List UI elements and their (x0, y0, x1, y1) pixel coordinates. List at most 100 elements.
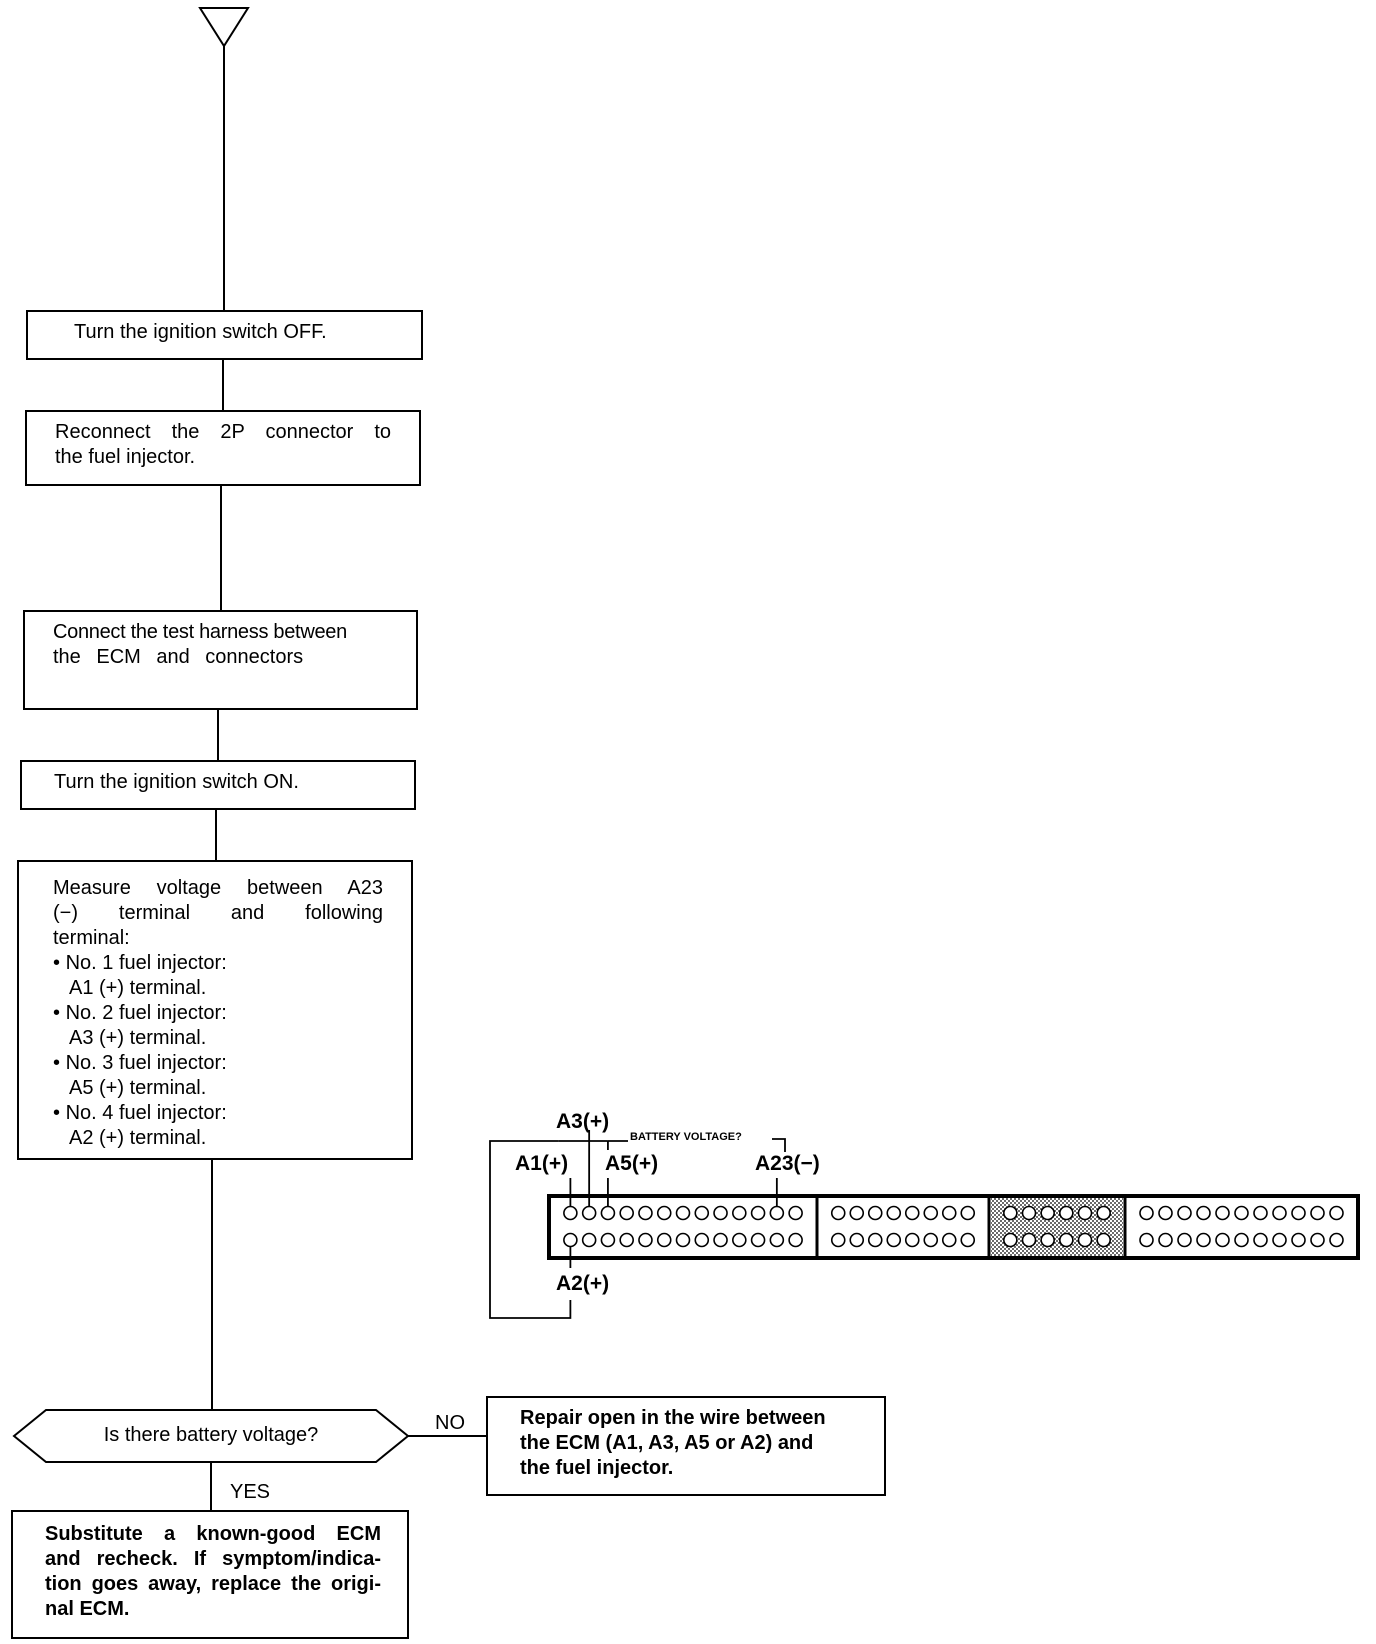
connector-pin (1158, 1205, 1173, 1221)
connector-pin (1253, 1205, 1268, 1221)
connector-pin (656, 1205, 672, 1221)
connector-pin (788, 1232, 803, 1248)
connector-pin (1139, 1205, 1154, 1221)
connector-pin (1291, 1232, 1306, 1248)
connector-pin (675, 1205, 691, 1221)
injector-label: No. 2 fuel injector: (65, 1002, 227, 1024)
connector-pin (563, 1205, 578, 1221)
connector-pin (904, 1232, 920, 1248)
connector-pin (923, 1232, 939, 1248)
start-triangle (198, 7, 250, 48)
step-ignition-off: Turn the ignition switch OFF. (26, 310, 423, 360)
connector-pin (769, 1205, 785, 1221)
terminal-label: A2 (+) terminal. (69, 1127, 207, 1149)
connector-pin (713, 1205, 728, 1221)
measure-intro-line1: Measure voltage between A23 (53, 877, 383, 899)
connector-pin (600, 1232, 616, 1248)
connector-pin (694, 1232, 710, 1248)
connector-pin (694, 1205, 710, 1221)
connector-pin (1215, 1205, 1230, 1221)
connector-pin (1003, 1232, 1018, 1248)
step-reconnect-line1: Reconnect the 2P connector to (55, 421, 391, 443)
measure-item-3: • No. 3 fuel injector: (53, 1051, 383, 1076)
bullet: • (53, 952, 61, 974)
connector-pin (960, 1232, 976, 1248)
connector-pin (1077, 1205, 1093, 1221)
connector-pin (1253, 1232, 1268, 1248)
pin-label-a2: A2(+) (556, 1272, 610, 1295)
terminal-label: A3 (+) terminal. (69, 1027, 207, 1049)
connector-pin (1077, 1232, 1093, 1248)
connector-pin (1272, 1205, 1287, 1221)
no-label: NO (435, 1412, 465, 1434)
connector-pin (1215, 1232, 1230, 1248)
step-ignition-off-text: Turn the ignition switch OFF. (74, 321, 327, 343)
connector-pin (1329, 1205, 1344, 1221)
connector-pin (941, 1205, 957, 1221)
injector-label: No. 3 fuel injector: (65, 1052, 227, 1074)
connector-pin (867, 1205, 883, 1221)
repair-line3: the fuel injector. (520, 1457, 674, 1479)
substitute-line1: Substitute a known-good ECM (45, 1523, 381, 1545)
injector-label: No. 1 fuel injector: (65, 952, 227, 974)
connector-pin (732, 1232, 747, 1248)
loop-wire (489, 1140, 572, 1319)
connector-pin (830, 1232, 846, 1248)
connector-pin (1329, 1232, 1344, 1248)
connector-pin (1291, 1205, 1306, 1221)
connector-pin (1272, 1232, 1287, 1248)
connector-pin (1177, 1205, 1192, 1221)
pin-label-a5: A5(+) (605, 1152, 659, 1175)
connector-pin (1310, 1232, 1325, 1248)
step-measure-voltage: Measure voltage between A23 (−) terminal… (17, 860, 413, 1160)
repair-line1: Repair open in the wire between (520, 1407, 826, 1429)
connector-pin (923, 1205, 939, 1221)
battery-bracket (772, 1138, 786, 1152)
pin-label-a1: A1(+) (515, 1152, 569, 1175)
connector-pin (732, 1205, 747, 1221)
connector-pin (1234, 1232, 1249, 1248)
connector-pin (619, 1232, 634, 1248)
bullet: • (53, 1102, 61, 1124)
step-reconnect-connector: Reconnect the 2P connector to the fuel i… (25, 410, 421, 486)
step-ignition-on-text: Turn the ignition switch ON. (54, 771, 299, 793)
measure-item-4: • No. 4 fuel injector: (53, 1101, 383, 1126)
terminal-label: A5 (+) terminal. (69, 1077, 207, 1099)
ecm-connector (489, 1130, 1360, 1319)
connector-pin (1158, 1232, 1173, 1248)
substitute-ecm-box: Substitute a known-good ECM and recheck.… (11, 1510, 409, 1639)
connector-pin (600, 1205, 616, 1221)
connector-pin (750, 1232, 766, 1248)
step-harness-line1: Connect the test harness between (53, 621, 347, 643)
connector-pin (1096, 1232, 1111, 1248)
connector-pin (904, 1205, 920, 1221)
connector-pin (1003, 1205, 1018, 1221)
measure-item-1: • No. 1 fuel injector: (53, 951, 383, 976)
connector-pin (849, 1205, 865, 1221)
substitute-line3: tion goes away, replace the origi- (45, 1573, 381, 1595)
repair-box: Repair open in the wire between the ECM … (486, 1396, 886, 1496)
connector-pin (581, 1232, 597, 1248)
connector-pin (1196, 1205, 1211, 1221)
step-reconnect-line2: the fuel injector. (55, 446, 196, 468)
connector-pin (941, 1232, 957, 1248)
connector-pin (769, 1232, 785, 1248)
connector-pin (1139, 1232, 1154, 1248)
bullet: • (53, 1052, 61, 1074)
connector-pin (750, 1205, 766, 1221)
connector-pin (867, 1232, 883, 1248)
connector-pin (1040, 1205, 1055, 1221)
decision-question: Is there battery voltage? (103, 1424, 319, 1446)
connector-pin (1177, 1232, 1192, 1248)
battery-voltage-label: BATTERY VOLTAGE? (630, 1131, 742, 1143)
connector-pin (960, 1205, 976, 1221)
injector-label: No. 4 fuel injector: (65, 1102, 227, 1124)
connector-pin (581, 1205, 597, 1221)
step-harness-line2: the ECM and connectors (53, 646, 304, 668)
connector-pin (675, 1232, 691, 1248)
terminal-label: A1 (+) terminal. (69, 977, 207, 999)
connector-pin (1021, 1232, 1037, 1248)
connector-pin (886, 1232, 902, 1248)
pin-label-a23: A23(−) (755, 1152, 820, 1175)
